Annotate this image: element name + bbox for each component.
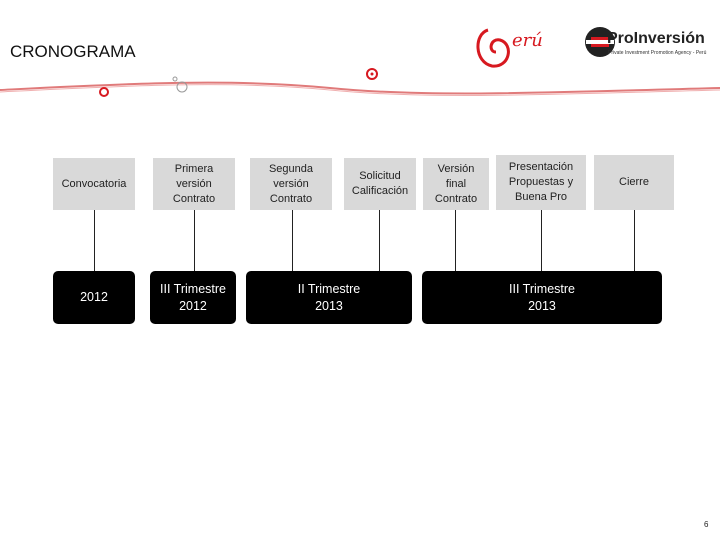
- period-label: II Trimestre 2013: [297, 281, 361, 313]
- stage-cierre: Cierre: [594, 155, 674, 210]
- connector-line: [634, 210, 635, 272]
- period-ii-trimestre-2013: II Trimestre 2013: [246, 271, 412, 324]
- stage-label: Versión final Contrato: [434, 162, 478, 205]
- stage-version-final: Versión final Contrato: [423, 158, 489, 210]
- connector-line: [94, 210, 95, 272]
- period-label: III Trimestre 2013: [509, 281, 575, 313]
- stage-label: Presentación Propuestas y Buena Pro: [508, 161, 574, 203]
- period-iii-trimestre-2013: III Trimestre 2013: [422, 271, 662, 324]
- decorative-swoosh: [0, 68, 720, 97]
- proinversion-logo-tagline: Private Investment Promotion Agency - Pe…: [608, 50, 707, 56]
- stage-label: Cierre: [619, 176, 649, 188]
- period-label: III Trimestre 2012: [160, 281, 226, 313]
- connector-line: [455, 210, 456, 272]
- period-2012: 2012: [53, 271, 135, 324]
- connector-line: [541, 210, 542, 272]
- stage-label: Convocatoria: [61, 177, 127, 190]
- period-label: 2012: [80, 290, 108, 304]
- peru-logo-text: erú: [512, 30, 543, 51]
- stage-presentacion-propuestas: Presentación Propuestas y Buena Pro: [496, 155, 586, 210]
- stage-primera-version: Primera versión Contrato: [153, 158, 235, 210]
- stage-label: Solicitud Calificación: [351, 170, 409, 197]
- stage-solicitud-calificacion: Solicitud Calificación: [344, 158, 416, 210]
- brand-logos: [476, 27, 615, 68]
- stage-segunda-version: Segunda versión Contrato: [250, 158, 332, 210]
- page-number: 6: [704, 520, 709, 529]
- page-title: CRONOGRAMA: [10, 42, 136, 61]
- stage-convocatoria: Convocatoria: [53, 158, 135, 210]
- stage-label: Primera versión Contrato: [172, 162, 216, 205]
- connector-line: [379, 210, 380, 272]
- period-iii-trimestre-2012: III Trimestre 2012: [150, 271, 236, 324]
- proinversion-logo-name: ProInversión: [607, 30, 705, 47]
- connector-line: [194, 210, 195, 272]
- stage-label: Segunda versión Contrato: [268, 162, 314, 205]
- connector-line: [292, 210, 293, 272]
